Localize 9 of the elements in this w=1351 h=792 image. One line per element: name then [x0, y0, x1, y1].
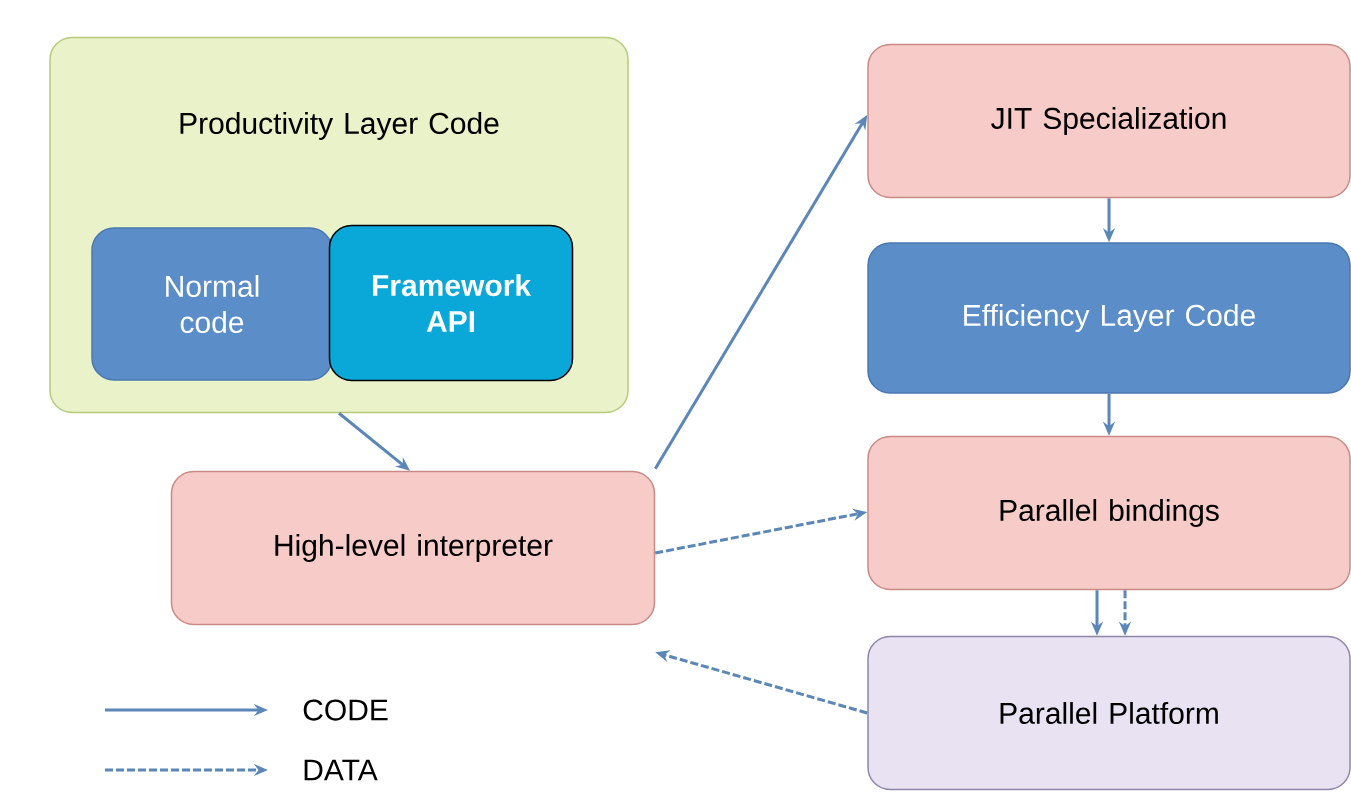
legend-label: CODE [303, 699, 388, 721]
process-box: JIT Specialization [867, 43, 1351, 199]
legend-label: DATA [304, 759, 378, 781]
process-box: High-level interpreter [170, 470, 656, 626]
api-box: Framework API [328, 224, 574, 382]
process-box: Parallel bindings [867, 435, 1351, 591]
code-box: Normal code [91, 227, 333, 381]
process-box: Parallel Platform [867, 635, 1351, 791]
process-box: Efficiency Layer Code [867, 242, 1351, 394]
